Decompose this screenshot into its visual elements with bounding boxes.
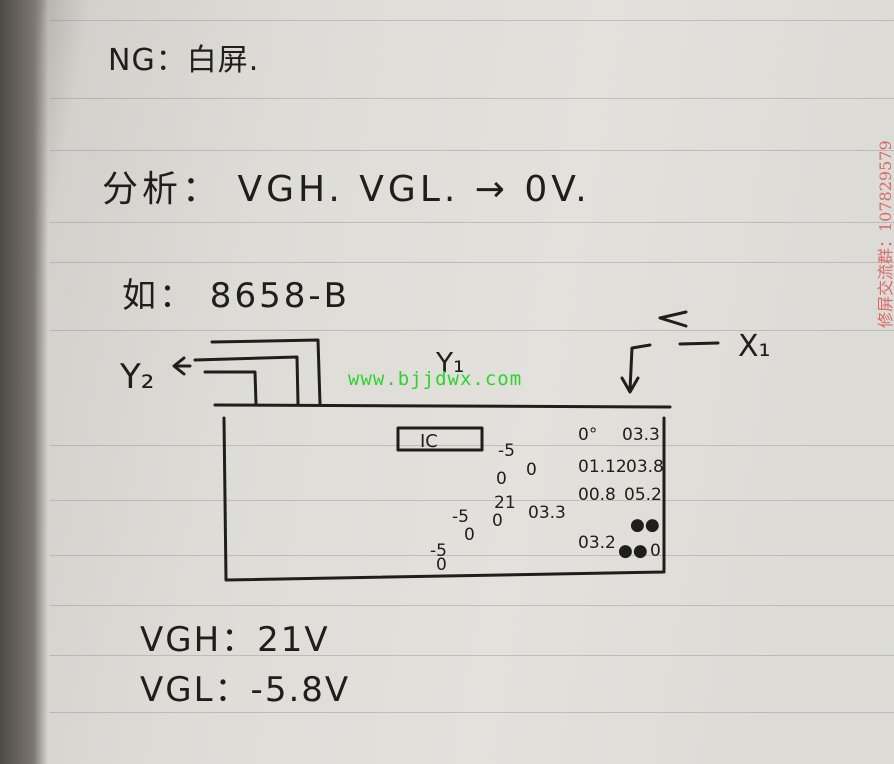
- ruled-line: [50, 605, 894, 606]
- note-ng-white-screen: NG：白屏.: [108, 43, 260, 78]
- reading: 03.3: [622, 425, 660, 445]
- ruled-line: [50, 20, 894, 21]
- reading: 03.8: [626, 457, 664, 477]
- reading: 0: [464, 525, 475, 545]
- reading: 0: [526, 460, 537, 480]
- reading: ●●: [618, 541, 648, 561]
- y2-outer-trace: [210, 338, 322, 406]
- page-binding-shadow: [0, 0, 48, 764]
- reading: 0°: [578, 425, 597, 445]
- reading: 0: [492, 511, 503, 531]
- y2-inner-trace: [203, 370, 258, 406]
- ruled-line: [50, 98, 894, 99]
- x1-arrow-down: [620, 343, 652, 394]
- reading: 01.12: [578, 457, 627, 477]
- reading: 03.2: [578, 533, 616, 553]
- x1-arrow-left: [658, 310, 720, 346]
- reading: 21: [494, 493, 516, 513]
- note-analysis: 分析： VGH. VGL. → 0V.: [102, 169, 591, 210]
- reading: 0: [436, 555, 447, 575]
- reading: -5: [498, 441, 515, 461]
- ruled-line: [50, 222, 894, 223]
- diagram-panel-outline: [222, 416, 666, 582]
- note-vgl-value: VGL：-5.8V: [140, 670, 351, 710]
- label-ic: IC: [420, 431, 438, 452]
- ruled-line: [50, 262, 894, 263]
- reading: 03.3: [528, 503, 566, 523]
- y2-middle-trace: [193, 355, 300, 406]
- y2-arrowhead: [172, 356, 192, 376]
- reading: 0: [650, 541, 661, 561]
- note-vgh-value: VGH：21V: [140, 620, 330, 660]
- ruled-line: [50, 712, 894, 713]
- ruled-line: [50, 330, 894, 331]
- reading: 00.8: [578, 485, 616, 505]
- reading: 05.2: [624, 485, 662, 505]
- reading: -5: [452, 507, 469, 527]
- watermark-group-number: 修屏交流群：107829579: [876, 140, 894, 328]
- ruled-line: [50, 445, 894, 446]
- ruled-line: [50, 555, 894, 556]
- diagram-top-edge: [213, 403, 672, 409]
- ruled-line: [50, 655, 894, 656]
- reading: ●●: [630, 515, 660, 535]
- ruled-line: [50, 150, 894, 151]
- ruled-line: [50, 500, 894, 501]
- reading: -5: [430, 541, 447, 561]
- ic-chip-outline: [396, 426, 484, 452]
- reading: 0: [496, 469, 507, 489]
- note-model: 如： 8658-B: [122, 276, 350, 316]
- label-x1: X₁: [738, 329, 771, 364]
- label-y2: Y₂: [119, 357, 154, 397]
- watermark-url: www.bjjdwx.com: [348, 368, 523, 390]
- label-y1: Y₁: [435, 346, 464, 379]
